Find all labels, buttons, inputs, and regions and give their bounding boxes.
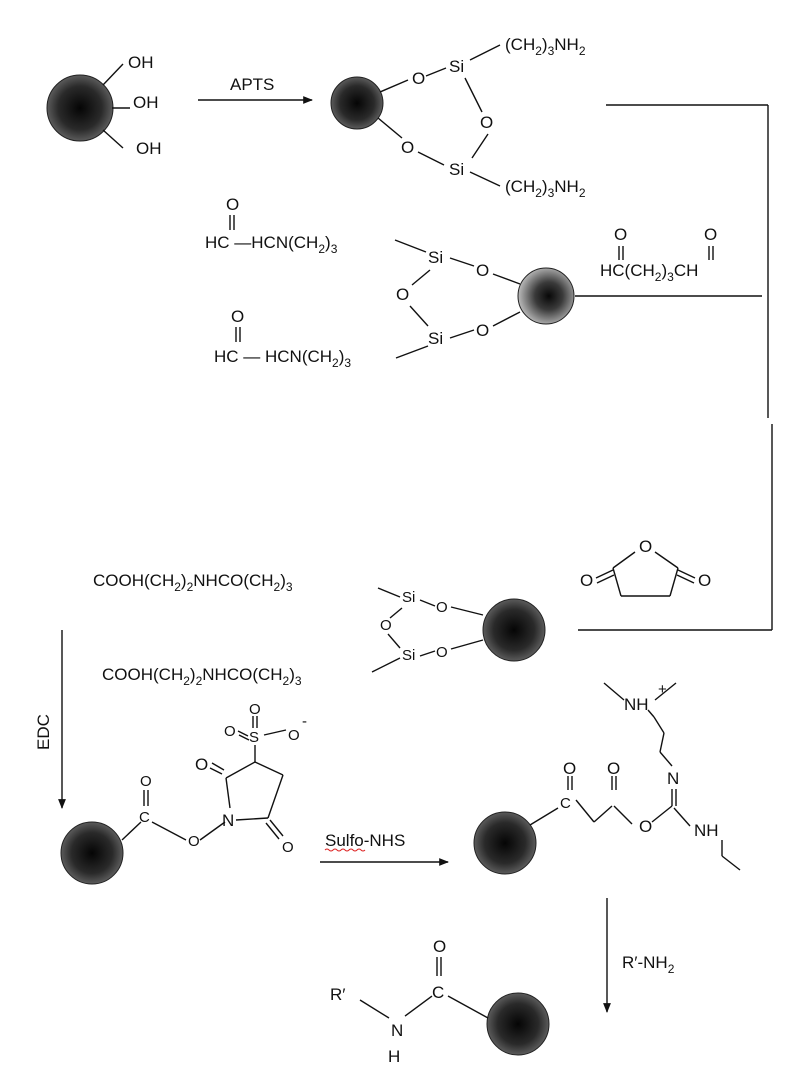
svg-text:Si: Si <box>402 589 415 606</box>
apts-label: APTS <box>230 75 274 94</box>
svg-text:COOH(CH2)2NHCO(CH2)3: COOH(CH2)2NHCO(CH2)3 <box>102 665 302 688</box>
bead-hydroxyl: OH OH OH <box>46 53 162 158</box>
bead-apts: O Si (CH2)3NH2 O O Si (CH2)3NH2 <box>330 35 586 200</box>
oh-label-1: OH <box>128 53 154 72</box>
svg-text:-: - <box>302 713 307 730</box>
svg-text:C: C <box>560 795 571 812</box>
svg-text:O: O <box>607 759 620 778</box>
svg-text:O: O <box>249 701 261 718</box>
svg-text:HC —HCN(CH2)3: HC —HCN(CH2)3 <box>205 233 338 256</box>
svg-text:O: O <box>195 755 208 774</box>
svg-text:O: O <box>401 138 414 157</box>
svg-text:O: O <box>380 617 392 634</box>
svg-text:COOH(CH2)2NHCO(CH2)3: COOH(CH2)2NHCO(CH2)3 <box>93 571 293 594</box>
svg-text:O: O <box>698 571 711 590</box>
svg-text:O: O <box>476 321 489 340</box>
svg-text:Si: Si <box>449 160 464 179</box>
bead-acylisourea: C O O O N NH + NH <box>473 681 741 875</box>
svg-text:O: O <box>396 285 409 304</box>
svg-text:NH: NH <box>624 695 649 714</box>
svg-text:H: H <box>388 1047 400 1066</box>
svg-text:Si: Si <box>428 329 443 348</box>
svg-text:O: O <box>226 195 239 214</box>
svg-text:O: O <box>563 759 576 778</box>
bead-6 <box>473 811 537 875</box>
bead-5 <box>60 821 124 885</box>
bead-2 <box>330 76 384 130</box>
edc-label: EDC <box>34 714 53 750</box>
svg-text:O: O <box>224 723 236 740</box>
glutaraldehyde-reagent: O O HC(CH2)3CH <box>600 225 717 284</box>
svg-text:O: O <box>476 261 489 280</box>
svg-text:O: O <box>639 537 652 556</box>
svg-text:NH: NH <box>694 821 719 840</box>
bead-3 <box>517 267 575 325</box>
oh-label-3: OH <box>136 139 162 158</box>
svg-text:HC(CH2)3CH: HC(CH2)3CH <box>600 261 698 284</box>
svg-text:O: O <box>436 644 448 661</box>
svg-text:(CH2)3NH2: (CH2)3NH2 <box>505 35 586 58</box>
succinic-anhydride: O O O <box>580 537 711 597</box>
svg-text:O: O <box>433 937 446 956</box>
svg-text:+: + <box>658 681 667 698</box>
amine-label: R′-NH2 <box>622 953 675 976</box>
svg-text:C: C <box>432 983 444 1002</box>
amine-arrow: R′-NH2 <box>603 898 675 1013</box>
bead-sulfo-nhs-ester: O C O N O O S O O O - <box>60 701 307 885</box>
svg-text:O: O <box>614 225 627 244</box>
bead-4 <box>482 598 546 662</box>
apts-arrow: APTS <box>198 75 313 104</box>
sulfo-nhs-label: Sulfo-NHS <box>325 831 405 850</box>
svg-text:Si: Si <box>402 647 415 664</box>
svg-text:O: O <box>288 727 300 744</box>
svg-text:(CH2)3NH2: (CH2)3NH2 <box>505 177 586 200</box>
svg-text:R′: R′ <box>330 985 345 1004</box>
edc-arrow: EDC <box>34 630 66 809</box>
reaction-path-lines <box>575 104 773 631</box>
oh-label-2: OH <box>133 93 159 112</box>
svg-text:N: N <box>391 1021 403 1040</box>
bead-7 <box>486 992 550 1056</box>
svg-text:O: O <box>436 599 448 616</box>
svg-text:O: O <box>231 307 244 326</box>
sulfo-nhs-arrow: Sulfo-NHS <box>320 831 449 866</box>
svg-text:S: S <box>249 729 259 746</box>
svg-text:O: O <box>480 113 493 132</box>
svg-text:HC — HCN(CH2)3: HC — HCN(CH2)3 <box>214 347 351 370</box>
svg-text:O: O <box>639 817 652 836</box>
svg-text:Si: Si <box>449 57 464 76</box>
svg-text:O: O <box>580 571 593 590</box>
svg-text:N: N <box>222 811 234 830</box>
svg-text:C: C <box>139 809 150 826</box>
svg-text:O: O <box>188 833 200 850</box>
svg-text:N: N <box>667 769 679 788</box>
svg-text:O: O <box>412 69 425 88</box>
svg-text:O: O <box>704 225 717 244</box>
svg-text:O: O <box>140 773 152 790</box>
bead-amide-product: O C N H R′ <box>330 937 550 1066</box>
bead-carboxyl: COOH(CH2)2NHCO(CH2)3 Si O O Si O COOH(CH… <box>93 571 546 688</box>
svg-text:Si: Si <box>428 248 443 267</box>
svg-text:O: O <box>282 839 294 856</box>
bead-aldehyde: O HC —HCN(CH2)3 Si O O Si O O HC — HCN(C… <box>205 195 575 370</box>
